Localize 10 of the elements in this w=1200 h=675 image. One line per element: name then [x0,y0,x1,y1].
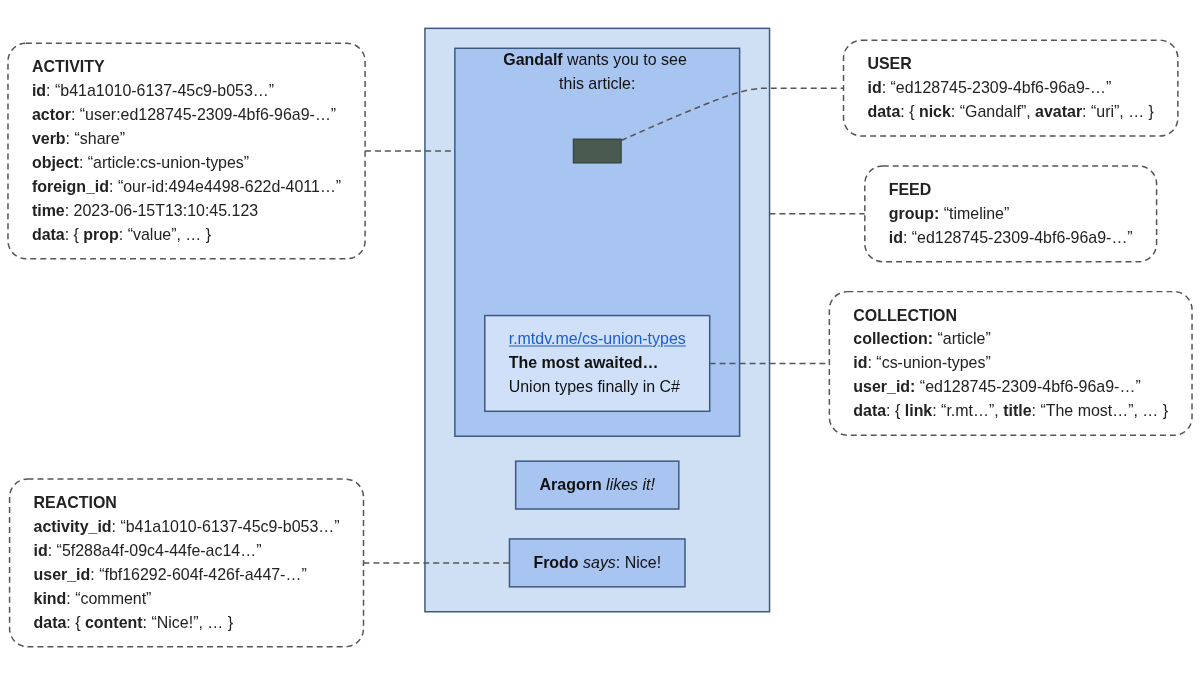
node-box: COLLECTION collection: “article” id: “cs-union-types” user_id: “ed128745-2309-4bf6-96a9-…” data: { link: “r.mt…”, title: “The most…”, … } [828,290,1193,436]
node-box: Aragorn likes it! [514,460,680,510]
node-box [572,138,622,164]
cluster [424,27,771,613]
node-box: r.mtdv.me/cs-union-types The most awaited… Union types finally in C# [484,314,711,413]
node-box: USER id: “ed128745-2309-4bf6-96a9-…” data: { nick: “Gandalf”, avatar: “uri”, … } [842,39,1179,137]
node-box: FEED group: “timeline” id: “ed128745-2309-4bf6-96a9-…” [864,165,1158,263]
node-box: ACTIVITY id: “b41a1010-6137-45c9-b053…” actor: “user:ed128745-2309-4bf6-96a9-…” verb: “share” object: “article:cs-union-types” foreign_id: “our-id:494e4498-622d-4011…” time: 2023-06-15T13:10:45.123 data: { prop: “value”, … } [7,42,366,260]
node-box: Frodo says: Nice! [508,538,686,588]
node-box: REACTION activity_id: “b41a1010-6137-45c9-b053…” id: “5f288a4f-09c4-44fe-ac14…” user_id: “fbf16292-604f-426f-a447-…” kind: “comment” data: { content: “Nice!”, … } [8,478,365,648]
